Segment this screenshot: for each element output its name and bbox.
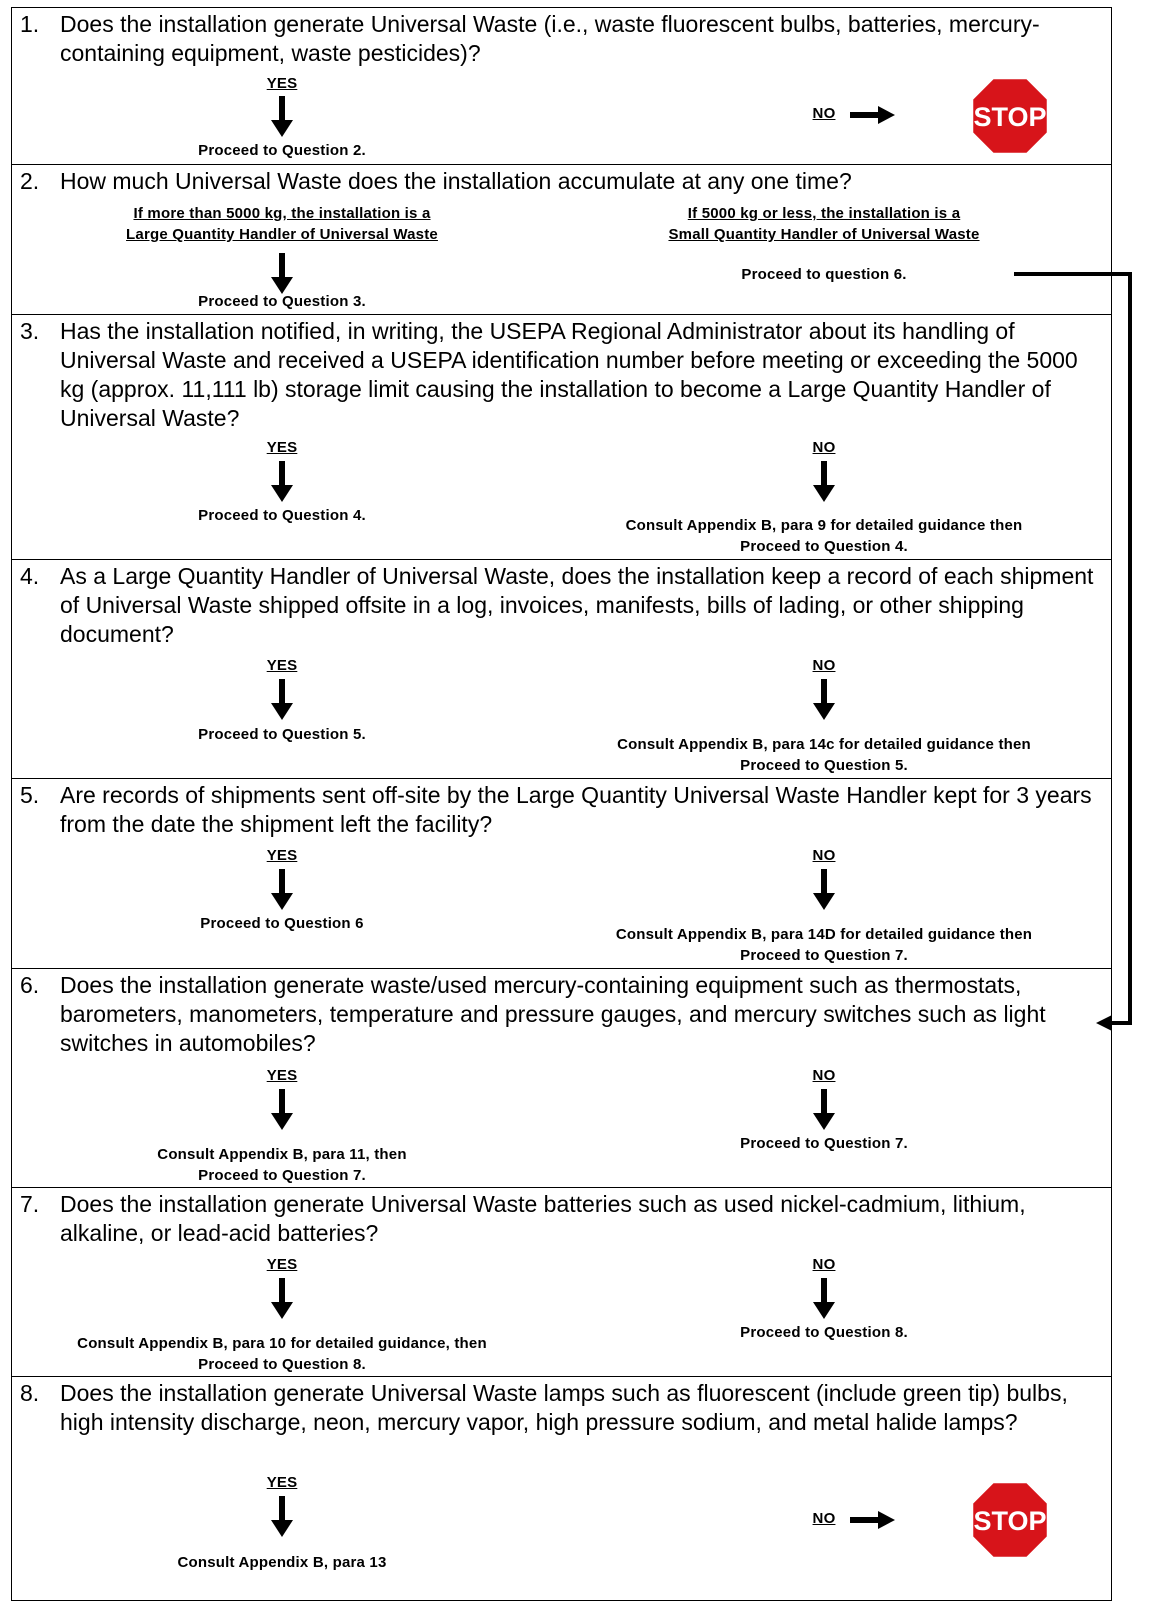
- question-5-no-label: NO: [812, 847, 836, 864]
- question-3-no-label: NO: [812, 439, 836, 456]
- question-6-yes-label: YES: [266, 1067, 298, 1084]
- question-8-stop-text: STOP: [973, 1506, 1046, 1536]
- question-7-number: 7.: [20, 1191, 40, 1217]
- question-8-no-label: NO: [812, 1510, 836, 1527]
- question-3-no-result-line-2: Proceed to Question 4.: [740, 538, 908, 555]
- question-2-left-arrow-icon: [271, 253, 293, 294]
- question-3-yes-arrow-icon: [271, 461, 293, 502]
- question-2-left-condition-line-2: Large Quantity Handler of Universal Wast…: [126, 226, 438, 243]
- question-6-no-arrow-icon: [813, 1089, 835, 1130]
- question-2-text: How much Universal Waste does the instal…: [60, 168, 852, 194]
- question-8-box: 8. Does the installation generate Univer…: [11, 1376, 1112, 1601]
- question-4-number: 4.: [20, 563, 40, 589]
- question-4-no-label: NO: [812, 657, 836, 674]
- question-5-no-arrow-icon: [813, 869, 835, 910]
- question-6-yes-result-line-1: Consult Appendix B, para 11, then: [157, 1146, 407, 1163]
- question-8-number: 8.: [20, 1380, 40, 1406]
- question-2-left-result: Proceed to Question 3.: [198, 293, 366, 310]
- question-1-no-label: NO: [812, 105, 836, 122]
- question-5-text: Are records of shipments sent off-site b…: [60, 782, 1092, 837]
- question-6-yes-arrow-icon: [271, 1089, 293, 1130]
- question-3-box: 3. Has the installation notified, in wri…: [11, 314, 1112, 560]
- question-5-yes-arrow-icon: [271, 869, 293, 910]
- question-4-text: As a Large Quantity Handler of Universal…: [60, 563, 1094, 647]
- question-8-text: Does the installation generate Universal…: [60, 1380, 1068, 1435]
- question-2-number: 2.: [20, 168, 40, 194]
- question-6-yes-result-line-2: Proceed to Question 7.: [198, 1167, 366, 1184]
- question-8-yes-result: Consult Appendix B, para 13: [177, 1554, 387, 1571]
- question-7-no-label: NO: [812, 1256, 836, 1273]
- question-4-yes-label: YES: [266, 657, 298, 674]
- question-1-text: Does the installation generate Universal…: [60, 11, 1040, 66]
- question-2-right-condition-line-1: If 5000 kg or less, the installation is …: [687, 205, 961, 222]
- question-4-no-arrow-icon: [813, 679, 835, 720]
- question-7-box: 7. Does the installation generate Univer…: [11, 1187, 1112, 1377]
- question-2-right-result: Proceed to question 6.: [741, 266, 907, 283]
- question-6-number: 6.: [20, 972, 40, 998]
- question-1-yes-result: Proceed to Question 2.: [198, 142, 366, 159]
- question-8-no-arrow-icon: [850, 1511, 895, 1529]
- question-2-left-condition-line-1: If more than 5000 kg, the installation i…: [133, 205, 431, 222]
- question-2-right-condition-line-2: Small Quantity Handler of Universal Wast…: [668, 226, 980, 243]
- question-1-number: 1.: [20, 11, 40, 37]
- question-8-yes-label: YES: [266, 1474, 298, 1491]
- question-7-yes-result-line-2: Proceed to Question 8.: [198, 1356, 366, 1373]
- question-3-text: Has the installation notified, in writin…: [60, 318, 1078, 431]
- question-4-yes-arrow-icon: [271, 679, 293, 720]
- question-5-box: 5. Are records of shipments sent off-sit…: [11, 778, 1112, 969]
- question-6-text: Does the installation generate waste/use…: [60, 972, 1046, 1056]
- question-1-yes-label: YES: [266, 75, 298, 92]
- question-1-box: 1. Does the installation generate Univer…: [11, 7, 1112, 165]
- question-7-no-result: Proceed to Question 8.: [740, 1324, 908, 1341]
- question-6-box: 6. Does the installation generate waste/…: [11, 968, 1112, 1188]
- question-8-stop-sign-icon: STOP: [970, 1480, 1050, 1560]
- flowchart: 1. Does the installation generate Univer…: [11, 7, 1114, 1601]
- question-4-yes-result: Proceed to Question 5.: [198, 726, 366, 743]
- question-4-no-result-line-1: Consult Appendix B, para 14c for detaile…: [617, 736, 1031, 753]
- question-7-no-arrow-icon: [813, 1278, 835, 1319]
- question-1-yes-arrow-icon: [271, 96, 293, 137]
- question-1-no-arrow-icon: [850, 106, 895, 124]
- question-7-yes-label: YES: [266, 1256, 298, 1273]
- question-5-yes-label: YES: [266, 847, 298, 864]
- question-7-text: Does the installation generate Universal…: [60, 1191, 1026, 1246]
- question-7-yes-result-line-1: Consult Appendix B, para 10 for detailed…: [77, 1335, 487, 1352]
- question-1-stop-text: STOP: [973, 102, 1046, 132]
- question-7-yes-arrow-icon: [271, 1278, 293, 1319]
- question-4-no-result-line-2: Proceed to Question 5.: [740, 757, 908, 774]
- question-5-no-result-line-1: Consult Appendix B, para 14D for detaile…: [615, 926, 1033, 943]
- question-1-stop-sign-icon: STOP: [970, 76, 1050, 156]
- question-3-no-arrow-icon: [813, 461, 835, 502]
- question-4-box: 4. As a Large Quantity Handler of Univer…: [11, 559, 1112, 779]
- question-5-number: 5.: [20, 782, 40, 808]
- question-6-no-label: NO: [812, 1067, 836, 1084]
- question-6-no-result: Proceed to Question 7.: [740, 1135, 908, 1152]
- question-3-yes-label: YES: [266, 439, 298, 456]
- question-3-no-result-line-1: Consult Appendix B, para 9 for detailed …: [625, 517, 1023, 534]
- question-5-yes-result: Proceed to Question 6: [200, 915, 364, 932]
- question-5-no-result-line-2: Proceed to Question 7.: [740, 947, 908, 964]
- question-3-yes-result: Proceed to Question 4.: [198, 507, 366, 524]
- question-3-number: 3.: [20, 318, 40, 344]
- question-8-yes-arrow-icon: [271, 1496, 293, 1537]
- question-2-box: 2. How much Universal Waste does the ins…: [11, 164, 1112, 316]
